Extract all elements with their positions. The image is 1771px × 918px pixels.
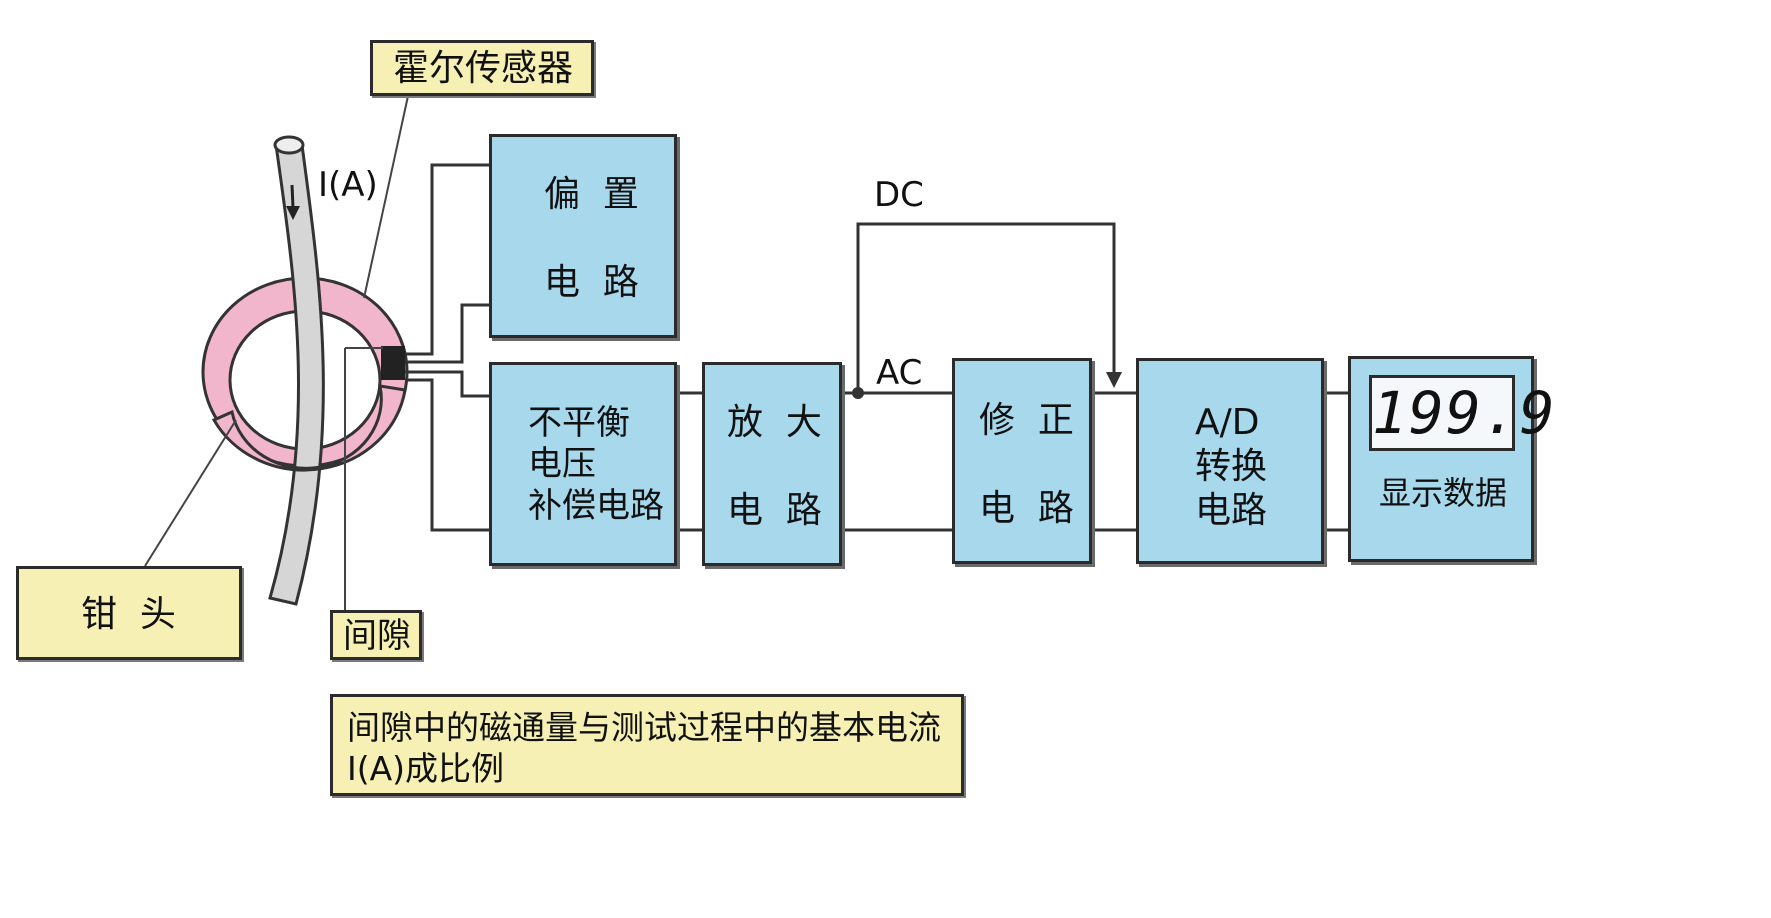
display-block: 199.9 显示数据 (1348, 356, 1555, 562)
ac-label: AC (876, 353, 923, 393)
ad-converter-block: A/D 转换 电路 (1136, 358, 1324, 564)
clamp-head-label: 钳 头 (16, 566, 242, 660)
hall-element (381, 346, 405, 380)
correction-circuit-text: 修 正 电 路 (979, 400, 1074, 529)
dc-arrow-icon (1106, 372, 1122, 388)
correction-circuit-block: 修 正 电 路 (952, 358, 1092, 564)
ad-converter-text: A/D 转换 电路 (1195, 402, 1268, 531)
note-text: 间隙中的磁通量与测试过程中的基本电流 I(A)成比例 (347, 708, 941, 789)
amplifier-circuit-block: 放 大 电 路 (702, 362, 842, 566)
clamp-head-text: 钳 头 (81, 594, 176, 635)
bias-circuit-block: 偏 置 电 路 (489, 134, 677, 338)
dc-label: DC (874, 175, 924, 215)
current-arrow-icon (286, 184, 300, 220)
gap-text: 间隙 (343, 616, 411, 656)
hall-sensor-text: 霍尔传感器 (393, 48, 574, 89)
amplifier-circuit-text: 放 大 电 路 (727, 402, 822, 531)
clamp-ring-front (211, 384, 407, 472)
wiring (405, 163, 1350, 532)
junction-dot (852, 387, 864, 399)
compensation-circuit-block: 不平衡 电压 补偿电路 (489, 362, 677, 566)
hall-sensor-label: 霍尔传感器 (370, 40, 594, 96)
display-readout: 199.9 (1369, 375, 1555, 451)
compensation-circuit-text: 不平衡 电压 补偿电路 (528, 403, 664, 526)
gap-label: 间隙 (330, 610, 422, 660)
bias-circuit-text: 偏 置 电 路 (544, 174, 639, 303)
display-label: 显示数据 (1379, 474, 1508, 512)
current-label: I(A) (318, 165, 378, 205)
conductor-rod (268, 135, 325, 606)
note-box: 间隙中的磁通量与测试过程中的基本电流 I(A)成比例 (330, 694, 964, 796)
leader-lines (144, 95, 409, 612)
